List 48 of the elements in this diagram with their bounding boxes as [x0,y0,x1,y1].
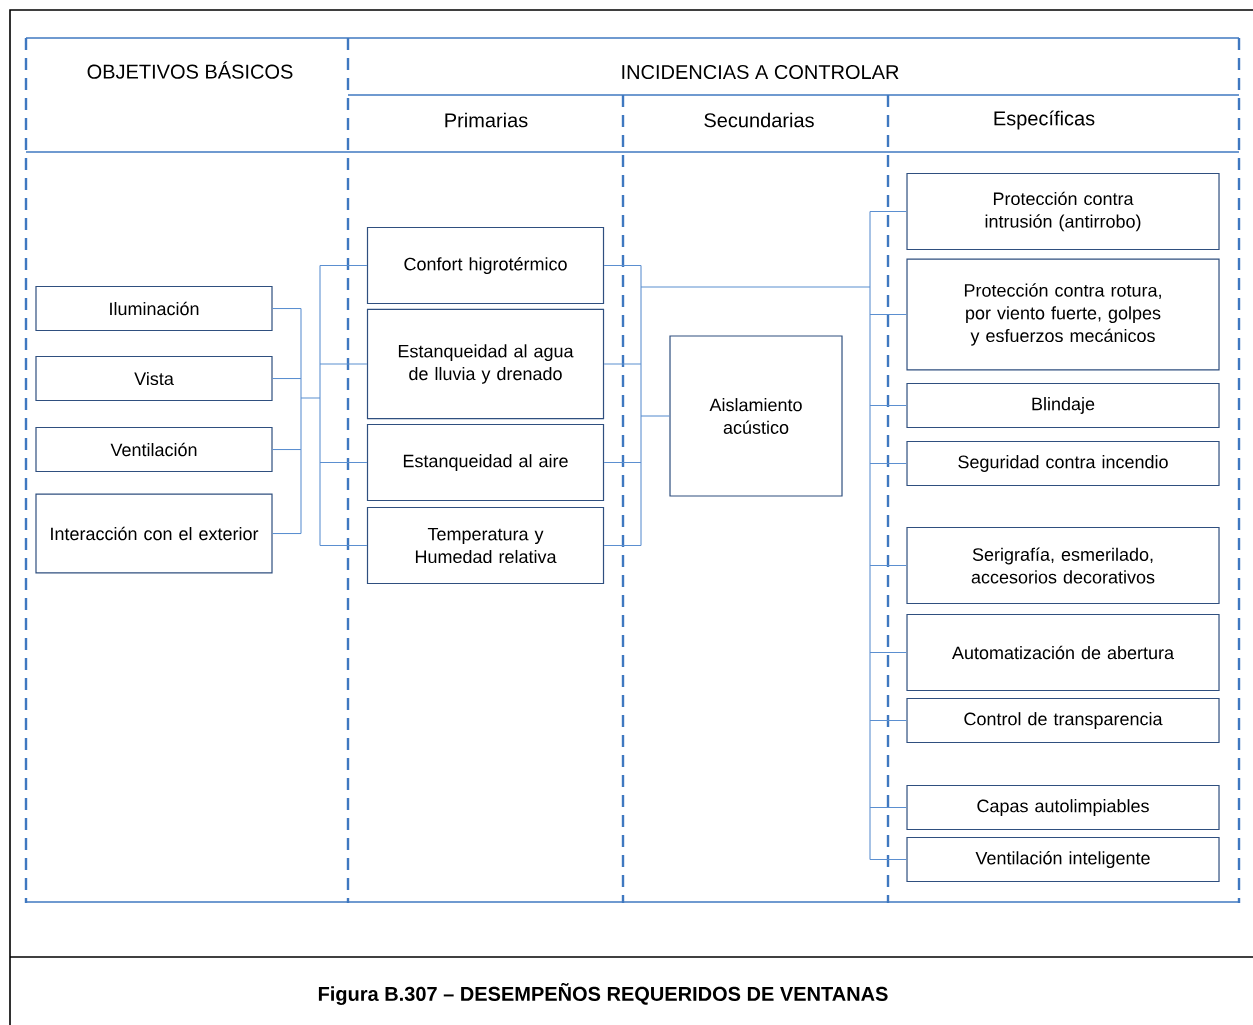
connector-line [272,448,302,451]
connector-line [272,307,302,310]
connector-line [272,532,302,535]
text-box: Seguridad contra incendio [906,440,1220,487]
text-box: Estanqueidad al aire [366,423,605,502]
connector-line [603,461,642,464]
text-box: Iluminación [35,285,273,332]
connector-line [869,858,907,861]
text-box: Protección contra intrusión (antirrobo) [906,172,1220,251]
column-heading: INCIDENCIAS A CONTROLAR [622,64,899,80]
text-box: Interacción con el exterior [35,493,273,574]
text-box: Confort higrotérmico [366,226,605,305]
connector-line [869,564,907,567]
connector-line [319,363,368,365]
column-heading: Específicas [994,110,1095,130]
text-box: Ventilación [35,426,273,473]
connector-line [603,264,642,267]
connector-line [869,651,907,654]
connector-line [319,461,368,464]
text-box: Aislamiento acústico [669,335,843,497]
connector-line [869,719,907,722]
connector-line [603,544,642,547]
connector-trunk [300,264,321,547]
connector-line [869,313,907,316]
connector-line [640,415,670,417]
connector-line [603,363,642,365]
connector-line [272,377,302,380]
text-box: Temperatura y Humedad relativa [366,506,605,585]
connector-line [869,210,907,213]
text-box: Protección contra rotura, por viento fuerte, golpes y esfuerzos mecánicos [906,258,1220,371]
connector-line [319,544,368,547]
text-box: Vista [35,355,273,402]
text-box: Ventilación inteligente [906,836,1220,883]
text-box: Blindaje [906,382,1220,429]
text-box: Automatización de abertura [906,613,1220,692]
text-box: Estanqueidad al agua de lluvia y drenado [366,308,605,420]
text-box: Serigrafía, esmerilado, accesorios decorativos [906,526,1220,605]
column-heading: OBJETIVOS BÁSICOS [87,61,293,79]
connector-line [869,806,907,809]
connector-line [319,264,368,267]
connector-trunk [640,210,871,861]
column-heading: Secundarias [704,112,814,128]
connector-line [869,462,907,465]
connector-line [869,404,907,407]
column-heading: Primarias [445,112,528,128]
figure-caption: Figura B.307 – DESEMPEÑOS REQUERIDOS DE VENTANAS [318,983,888,1006]
text-box: Capas autolimpiables [906,784,1220,831]
text-box: Control de transparencia [906,697,1220,744]
